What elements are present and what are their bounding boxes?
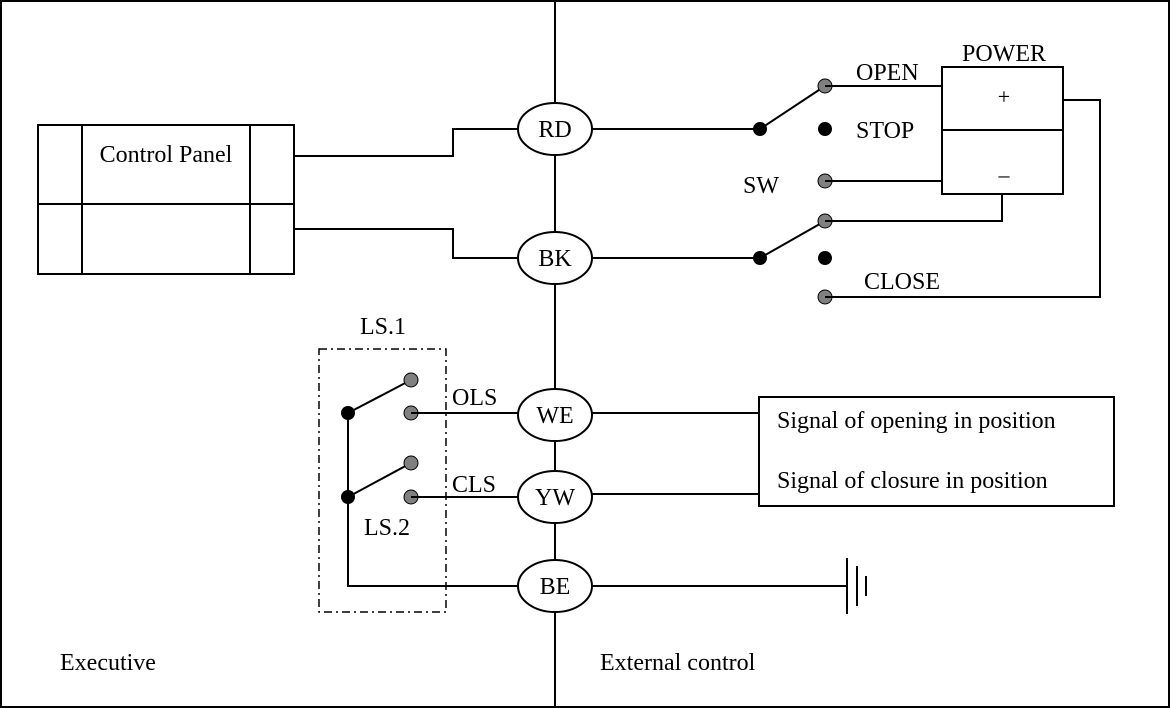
terminal-bk: BK — [517, 231, 593, 285]
ls2-arm — [347, 462, 412, 498]
terminal-be-label: BE — [540, 574, 571, 600]
control-panel-label: Control Panel — [100, 142, 233, 168]
wire-panel-bk — [294, 228, 519, 259]
terminal-yw: YW — [517, 470, 593, 524]
cls-label: CLS — [452, 472, 496, 498]
wire-plus-close — [825, 99, 1101, 298]
switch-upper-arm — [759, 85, 826, 130]
region-executive-label: Executive — [60, 650, 156, 676]
switch-lower-arm — [759, 220, 826, 259]
switch-lower — [753, 213, 833, 305]
signal-opening-label: Signal of opening in position — [777, 408, 1056, 434]
switch-stop-label: STOP — [856, 118, 914, 144]
terminal-yw-label: YW — [535, 485, 575, 511]
terminal-rd-shape — [517, 102, 593, 156]
limit-switch-box — [318, 348, 447, 613]
signal-closure-label: Signal of closure in position — [777, 468, 1048, 494]
terminal-be: BE — [517, 559, 593, 613]
control-panel-frame — [37, 124, 295, 275]
ls1-upper-contact — [403, 372, 419, 388]
wire-ls-common-be — [347, 413, 519, 587]
signal-box — [758, 396, 1115, 507]
terminal-we-shape — [517, 388, 593, 442]
switch-lower-pivot — [753, 251, 767, 265]
switch-stop-contact — [818, 122, 832, 136]
terminal-we: WE — [517, 388, 593, 442]
switch-upper — [753, 78, 833, 189]
terminal-yw-shape — [517, 470, 593, 524]
ground-symbol — [591, 558, 867, 614]
power-minus: – — [998, 162, 1011, 187]
terminal-bk-label: BK — [538, 246, 572, 272]
switch-close-label: CLOSE — [864, 269, 940, 295]
power-plus: + — [998, 84, 1010, 109]
ls1-arm — [347, 379, 412, 414]
terminal-be-shape — [517, 559, 593, 613]
wire-panel-rd — [294, 128, 519, 157]
power-supply: + – POWER — [941, 41, 1064, 195]
terminal-bk-shape — [517, 231, 593, 285]
ls1-label: LS.1 — [360, 314, 406, 340]
ls2-upper-contact — [403, 455, 419, 471]
terminal-rd-label: RD — [538, 117, 571, 143]
control-panel: Control Panel — [37, 124, 295, 275]
terminal-rd: RD — [517, 102, 593, 156]
switch-open-label: OPEN — [856, 60, 919, 86]
power-label: POWER — [962, 41, 1046, 67]
switch-sw-label: SW — [743, 173, 779, 199]
ls2-label: LS.2 — [364, 515, 410, 541]
terminal-we-label: WE — [536, 403, 573, 429]
ols-label: OLS — [452, 385, 497, 411]
region-external-label: External control — [600, 650, 756, 676]
switch-upper-pivot — [753, 122, 767, 136]
wire-minus-lower-switch — [825, 194, 1003, 222]
switch-lower-stop-contact — [818, 251, 832, 265]
